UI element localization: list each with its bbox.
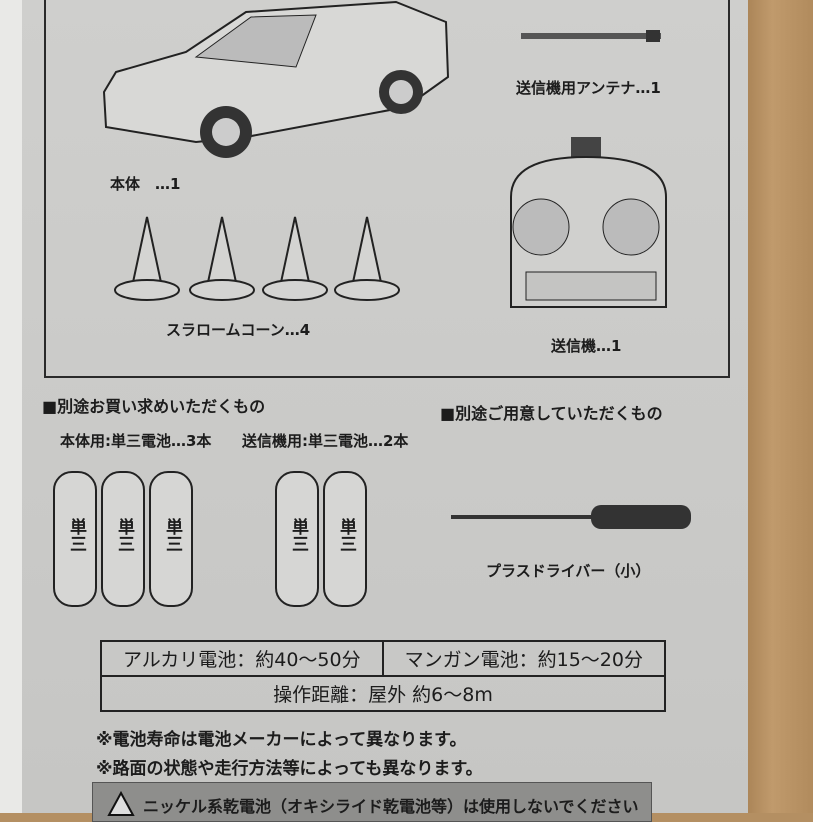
battery-label: 単三 [162, 518, 182, 552]
battery-label: 単三 [336, 518, 356, 552]
battery-label: 単三 [114, 518, 134, 552]
warning-banner: ニッケル系乾電池（オキシライド乾電池等）は使用しないでください [92, 782, 652, 822]
warning-icon [107, 791, 135, 816]
body-battery-text: 本体用:単三電池…3本 [60, 432, 212, 450]
antenna-illustration [521, 30, 661, 42]
operating-range: 操作距離：屋外 約6～8m [100, 675, 666, 712]
battery-label: 単三 [288, 518, 308, 552]
cones-label: スラロームコーン…4 [166, 321, 311, 339]
transmitter-illustration [510, 137, 667, 308]
wood-background [745, 0, 813, 813]
warning-text: ニッケル系乾電池（オキシライド乾電池等）は使用しないでください [143, 797, 639, 816]
prepare-section-title: ■別途ご用意していただくもの [440, 404, 663, 423]
alkaline-battery-life: アルカリ電池：約40～50分 [100, 640, 384, 677]
buy-section-title: ■別途お買い求めいただくもの [42, 397, 266, 416]
note: ※路面の状態や走行方法等によっても異なります。 [96, 759, 483, 779]
body-label: 本体 …1 [110, 175, 181, 193]
screwdriver-illustration [451, 505, 691, 529]
battery-label: 単三 [66, 518, 86, 552]
manganese-battery-life: マンガン電池：約15～20分 [381, 640, 667, 677]
transmitter-battery-text: 送信機用:単三電池…2本 [242, 432, 409, 450]
contents-box: 本体 …1 送信機用アンテナ…1 スラロームコーン…4 送信機…1 [44, 0, 730, 378]
cones-illustration [114, 216, 400, 301]
car-illustration [102, 0, 450, 158]
batteries-illustration [53, 471, 367, 607]
transmitter-label: 送信機…1 [551, 337, 622, 355]
note: ※電池寿命は電池メーカーによって異なります。 [96, 730, 467, 750]
underlying-page [0, 0, 24, 813]
screwdriver-label: プラスドライバー（小） [486, 562, 651, 580]
manual-page: 本体 …1 送信機用アンテナ…1 スラロームコーン…4 送信機…1 ■別途お買い… [22, 0, 748, 822]
antenna-label: 送信機用アンテナ…1 [516, 79, 661, 97]
spec-table: アルカリ電池：約40～50分マンガン電池：約15～20分 操作距離：屋外 約6～… [100, 640, 667, 712]
